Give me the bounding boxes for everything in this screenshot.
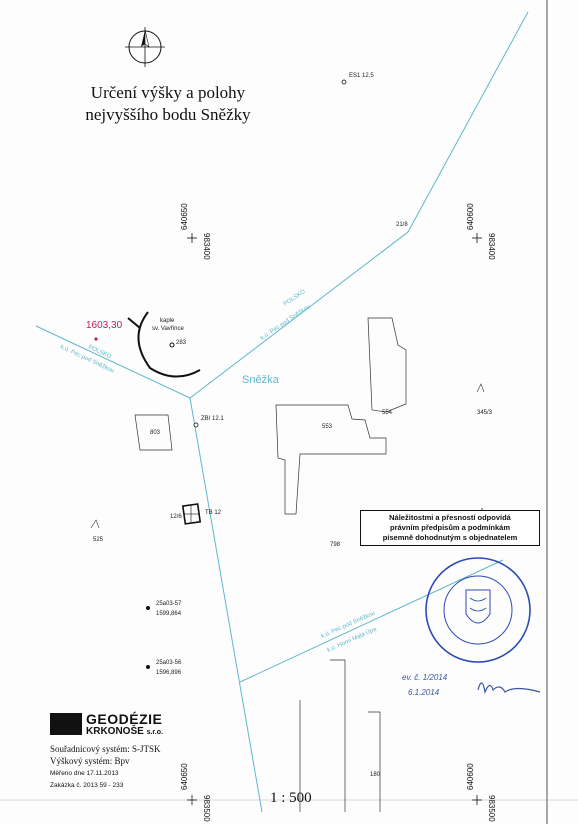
highest-point-marker bbox=[94, 337, 98, 341]
label-21-8: 21/8 bbox=[396, 222, 408, 228]
map-title: Určení výšky a polohy nejvyššího bodu Sn… bbox=[48, 82, 288, 126]
point-es1-marker bbox=[341, 79, 347, 85]
height-system: Výškový systém: Bpv bbox=[50, 756, 130, 766]
label-12-6: 12/6 bbox=[170, 514, 182, 520]
cert-line-2: právním předpisům a podmínkám bbox=[389, 523, 511, 532]
state-border bbox=[35, 11, 529, 813]
official-stamp bbox=[425, 557, 531, 663]
label-803: 803 bbox=[150, 430, 161, 436]
label-p2-elev: 1596,896 bbox=[156, 670, 182, 676]
label-tb: TB 12 bbox=[205, 510, 222, 516]
certification-box: Náležitostmi a přesností odpovídá právní… bbox=[360, 510, 540, 546]
label-snezka: Sněžka bbox=[242, 374, 279, 386]
cert-line-3: písemně dohodnutým s objednatelem bbox=[382, 533, 518, 542]
point-zbi-marker bbox=[193, 422, 199, 428]
label-chapel-1: kaple bbox=[160, 318, 175, 324]
label-p2-name: 25a03-56 bbox=[156, 660, 182, 666]
company-name-2: KRKONOŠE s.r.o. bbox=[86, 726, 163, 737]
label-ku-upper: k.ú. Pec pod Sněžkou bbox=[260, 304, 312, 342]
grid-x2-bottom: 640600 bbox=[466, 763, 475, 790]
grid-y2-right: 983500 bbox=[487, 795, 496, 822]
order-number: Zakázka č. 2013 59 - 233 bbox=[50, 782, 124, 789]
grid-x2-top: 640600 bbox=[466, 203, 475, 230]
label-554: 554 bbox=[382, 410, 393, 416]
map-scale: 1 : 500 bbox=[270, 790, 312, 806]
grid-y1-left: 983400 bbox=[202, 233, 211, 260]
grid-y1-right: 983400 bbox=[487, 233, 496, 260]
grid-y2-left: 983500 bbox=[202, 795, 211, 822]
buildings bbox=[134, 317, 407, 812]
point-25a03-56-marker bbox=[146, 665, 150, 669]
grid-x1-top: 640650 bbox=[180, 203, 189, 230]
terrain-marks bbox=[90, 383, 485, 529]
label-798: 798 bbox=[330, 542, 341, 548]
label-553: 553 bbox=[322, 424, 333, 430]
point-tb-marker bbox=[181, 503, 202, 525]
label-es1: ES1 12.5 bbox=[349, 73, 374, 79]
cert-line-1: Náležitostmi a přesností odpovídá bbox=[389, 513, 511, 522]
point-25a03-57-marker bbox=[146, 606, 150, 610]
label-zbi: ZBI 12.1 bbox=[201, 416, 224, 422]
label-chapel-num: 283 bbox=[176, 340, 187, 346]
chapel-building bbox=[127, 311, 201, 378]
handwritten-date: 6.1.2014 bbox=[408, 688, 440, 697]
label-180: 180 bbox=[370, 772, 381, 778]
signature bbox=[477, 682, 541, 695]
label-345: 345/3 bbox=[477, 410, 493, 416]
coord-system: Souřadnicový systém: S-JTSK bbox=[50, 744, 161, 754]
company-name-1: GEODÉZIE bbox=[86, 711, 163, 727]
title-line-2: nejvyššího bodu Sněžky bbox=[85, 105, 251, 124]
grid-x1-bottom: 640650 bbox=[180, 763, 189, 790]
highest-elevation-label: 1603,30 bbox=[86, 320, 123, 331]
label-p1-name: 25a03-57 bbox=[156, 601, 182, 607]
label-chapel-2: sv. Vavřince bbox=[152, 326, 184, 332]
measured-date: Měřeno dne 17.11.2013 bbox=[50, 770, 119, 777]
label-525: 525 bbox=[93, 537, 104, 543]
north-arrow-icon bbox=[125, 27, 165, 67]
company-logo-icon bbox=[50, 713, 82, 735]
label-polsko-upper: POLSKO bbox=[283, 289, 307, 308]
handwritten-registry: ev. č. 1/2014 bbox=[402, 673, 448, 682]
label-p1-elev: 1599,864 bbox=[156, 611, 182, 617]
title-line-1: Určení výšky a polohy bbox=[90, 83, 246, 102]
